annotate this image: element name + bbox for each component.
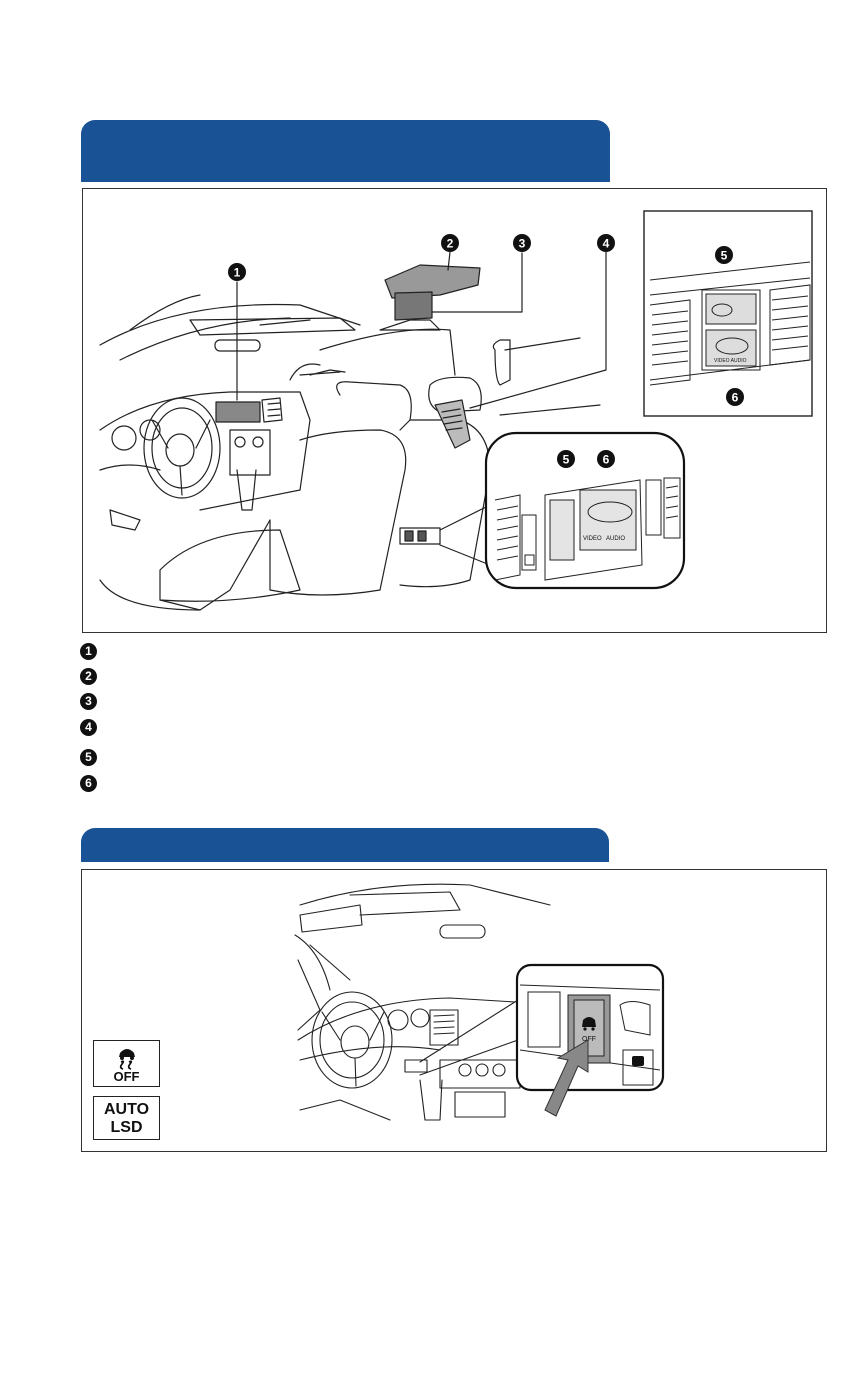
inset-audio-label: AUDIO bbox=[606, 536, 625, 542]
legend-item-1: 1 bbox=[80, 643, 830, 661]
legend-bullet: 3 bbox=[80, 693, 97, 710]
auto-lsd-line2: LSD bbox=[110, 1119, 143, 1136]
lock-switch-symbol bbox=[632, 1056, 644, 1066]
callout-6-badge-upper: 6 bbox=[732, 391, 739, 405]
legend-bullet: 2 bbox=[80, 668, 97, 685]
vsc-switch-symbol bbox=[582, 1017, 596, 1031]
legend-item-3: 3 bbox=[80, 693, 830, 711]
vsc-switch-label: OFF bbox=[582, 1036, 596, 1043]
callout-4-badge: 4 bbox=[603, 237, 610, 251]
callout-1-badge: 1 bbox=[234, 266, 241, 280]
legend-item-2: 2 bbox=[80, 668, 830, 686]
skid-car-icon bbox=[119, 1049, 135, 1070]
callout-2-badge: 2 bbox=[447, 237, 454, 251]
legend-bullet: 5 bbox=[80, 749, 97, 766]
inset-video-label: VIDEO bbox=[583, 536, 602, 542]
auto-lsd-line1: AUTO bbox=[103, 1101, 150, 1118]
legend-item-4: 4 bbox=[80, 719, 830, 737]
legend-bullet: 4 bbox=[80, 719, 97, 736]
legend-item-6: 6 bbox=[80, 775, 830, 793]
auto-lsd-icon: AUTO LSD bbox=[93, 1096, 160, 1140]
callout-5-badge-upper: 5 bbox=[721, 249, 728, 263]
press-arrow bbox=[544, 1039, 589, 1117]
legend-bullet: 6 bbox=[80, 775, 97, 792]
legend-bullet: 1 bbox=[80, 643, 97, 660]
section2-header-tab bbox=[81, 828, 609, 862]
vsc-off-text: OFF bbox=[113, 1069, 140, 1084]
callout-6-badge-lower: 6 bbox=[603, 453, 610, 467]
legend-item-5: 5 bbox=[80, 749, 830, 767]
svg-text:VIDEO AUDIO: VIDEO AUDIO bbox=[714, 358, 747, 364]
callout-3-badge: 3 bbox=[519, 237, 526, 251]
callout-5-badge-lower: 5 bbox=[563, 453, 570, 467]
section1-header-tab bbox=[81, 120, 610, 182]
vsc-off-icon: OFF bbox=[93, 1040, 160, 1087]
